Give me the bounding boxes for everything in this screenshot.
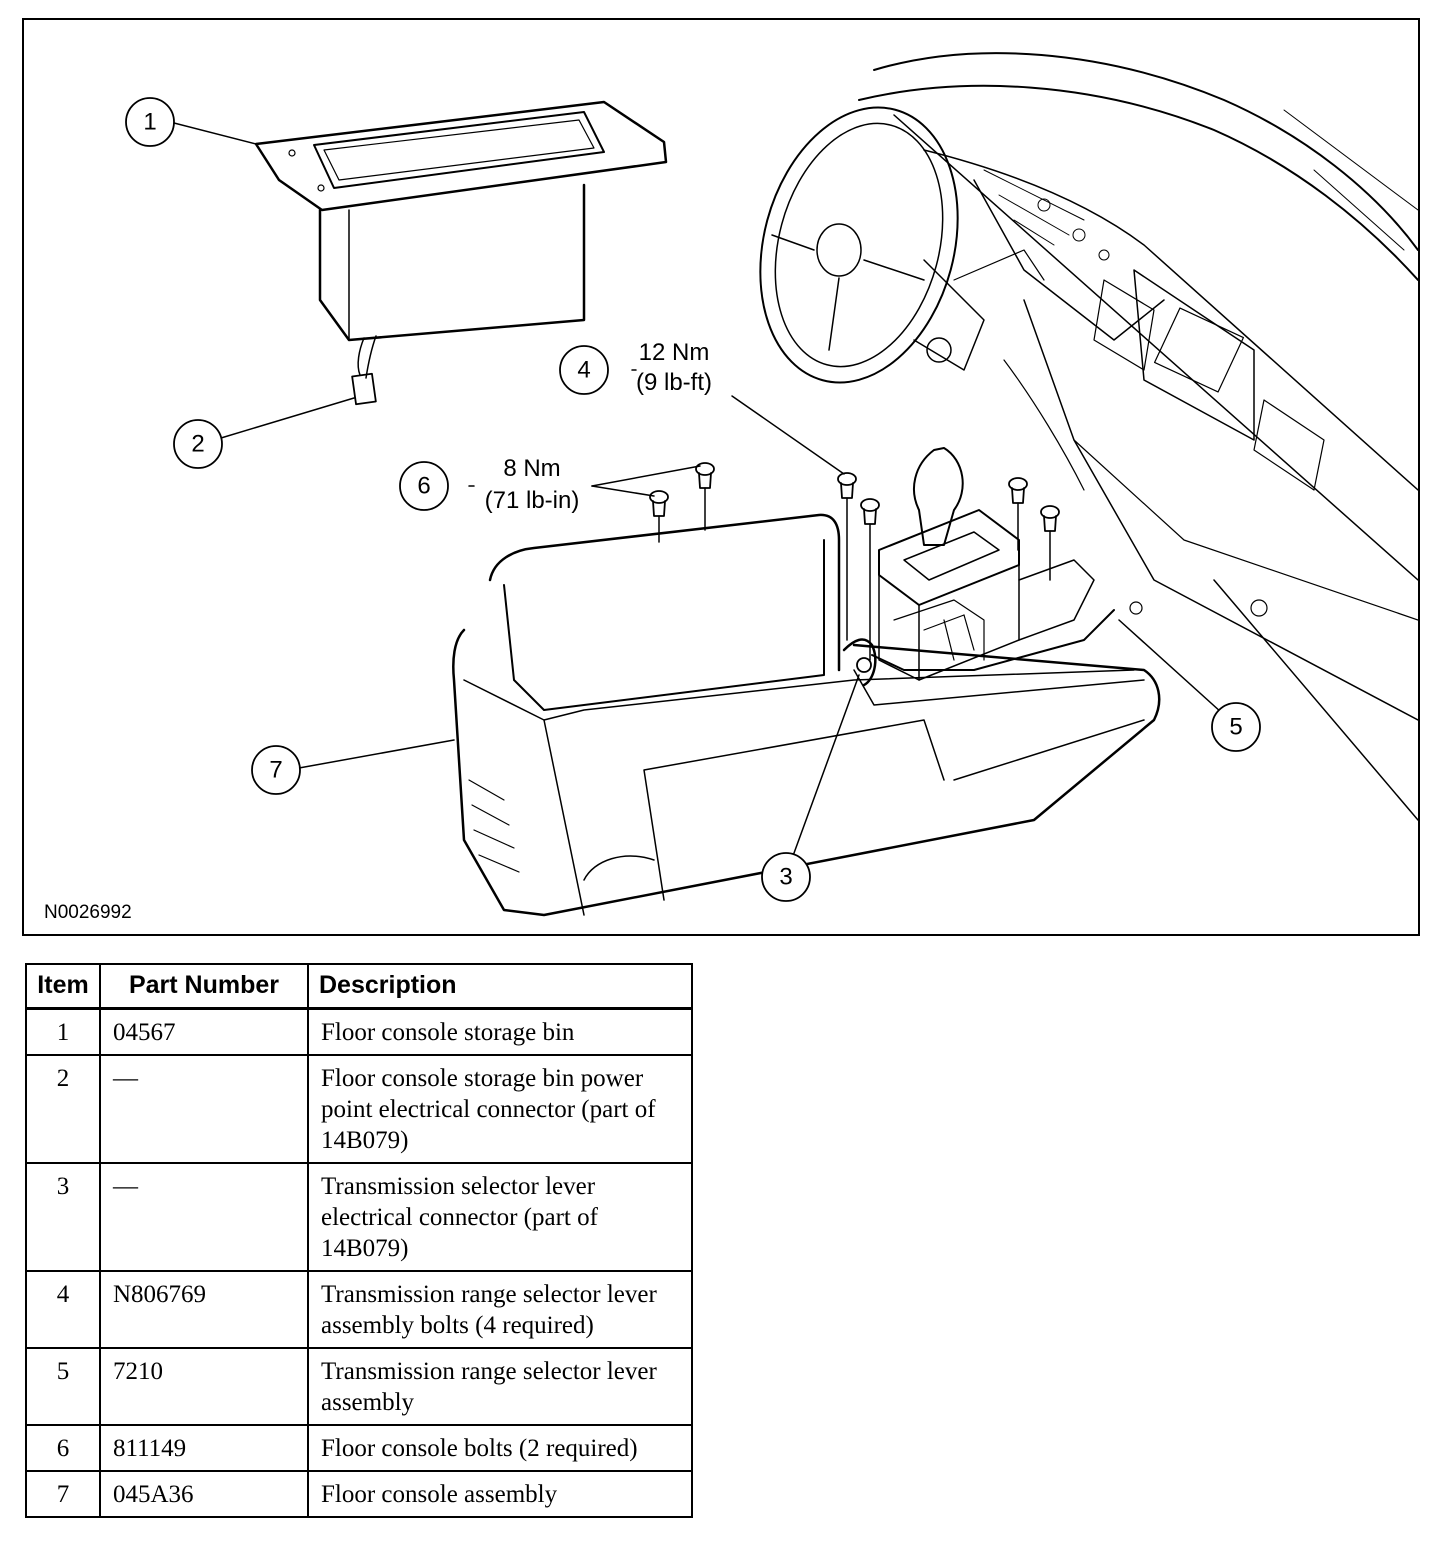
callout-circle-3 [761, 852, 811, 902]
instrument-panel-illustration [858, 52, 1418, 821]
cell-description: Transmission range selector lever assemb… [307, 1270, 693, 1349]
table-row: 7 045A36 Floor console assembly [25, 1470, 693, 1518]
table-row: 4 N806769 Transmission range selector le… [25, 1270, 693, 1349]
figure-id-label: N0026992 [44, 902, 132, 923]
steering-wheel-illustration [759, 106, 1045, 384]
table-row: 2 — Floor console storage bin power poin… [25, 1054, 693, 1164]
cell-item: 4 [25, 1270, 101, 1349]
callout-circle-6 [399, 461, 449, 511]
torque-imperial-item-6: (71 lb-in) [485, 487, 580, 514]
callout-circle-4 [559, 345, 609, 395]
cell-description: Floor console bolts (2 required) [307, 1424, 693, 1472]
bolts-illustration [649, 462, 1060, 661]
selector-lever-bolt [860, 498, 880, 661]
cell-description: Floor console storage bin power point el… [307, 1054, 693, 1164]
cell-description: Transmission selector lever electrical c… [307, 1162, 693, 1272]
parts-table: Item Part Number Description 1 04567 Flo… [25, 963, 693, 1518]
cell-part-number: 7210 [99, 1347, 309, 1426]
cell-part-number: — [99, 1162, 309, 1272]
torque-metric-item-6: 8 Nm [503, 455, 560, 482]
cell-description: Floor console assembly [307, 1470, 693, 1518]
parts-table-body: 1 04567 Floor console storage bin 2 — Fl… [25, 1007, 693, 1518]
table-row: 6 811149 Floor console bolts (2 required… [25, 1424, 693, 1472]
selector-lever-illustration [842, 447, 1115, 687]
torque-imperial-item-4: (9 lb-ft) [636, 369, 712, 396]
callout-number-7: 7 [269, 757, 282, 784]
header-item: Item [25, 963, 101, 1010]
torque-metric-item-4: 12 Nm [639, 339, 710, 366]
console-bolt [695, 462, 715, 531]
callout-number-2: 2 [191, 431, 204, 458]
table-row: 5 7210 Transmission range selector lever… [25, 1347, 693, 1426]
cell-item: 2 [25, 1054, 101, 1164]
storage-bin-illustration [254, 100, 668, 406]
callout-number-3: 3 [779, 864, 792, 891]
cell-description: Floor console storage bin [307, 1007, 693, 1056]
header-part-number: Part Number [99, 963, 309, 1010]
cell-description: Transmission range selector lever assemb… [307, 1347, 693, 1426]
selector-lever-bolt [837, 472, 857, 641]
leader-lines [173, 122, 1233, 876]
exploded-view-drawing: 1 2 3 4 5 6 7 12 Nm (9 lb-ft) 8 Nm (71 l… [44, 52, 1418, 923]
floor-console-illustration [452, 513, 1161, 917]
cell-item: 5 [25, 1347, 101, 1426]
cell-item: 3 [25, 1162, 101, 1272]
cell-part-number: 045A36 [99, 1470, 309, 1518]
callout-number-4: 4 [577, 357, 590, 384]
table-row: 1 04567 Floor console storage bin [25, 1007, 693, 1056]
selector-lever-bolt [1008, 477, 1028, 551]
callout-number-1: 1 [143, 109, 156, 136]
parts-table-header: Item Part Number Description [25, 963, 693, 1010]
callout-circle-1 [125, 97, 175, 147]
callout-circle-2 [173, 419, 223, 469]
callout-number-5: 5 [1229, 714, 1242, 741]
console-bolt [649, 490, 669, 543]
header-description: Description [307, 963, 693, 1010]
callout-circle-7 [251, 745, 301, 795]
callout-circles [125, 97, 1261, 902]
callout-number-6: 6 [417, 473, 430, 500]
table-row: 3 — Transmission selector lever electric… [25, 1162, 693, 1272]
cell-part-number: 811149 [99, 1424, 309, 1472]
callout-circle-5 [1211, 702, 1261, 752]
selector-lever-bolt [1040, 505, 1060, 581]
parts-table-header-row: Item Part Number Description [25, 963, 693, 1010]
cell-part-number: 04567 [99, 1007, 309, 1056]
cell-item: 1 [25, 1007, 101, 1056]
exploded-view-figure: 1 2 3 4 5 6 7 12 Nm (9 lb-ft) 8 Nm (71 l… [22, 18, 1420, 936]
cell-part-number: — [99, 1054, 309, 1164]
cell-item: 7 [25, 1470, 101, 1518]
cell-item: 6 [25, 1424, 101, 1472]
cell-part-number: N806769 [99, 1270, 309, 1349]
